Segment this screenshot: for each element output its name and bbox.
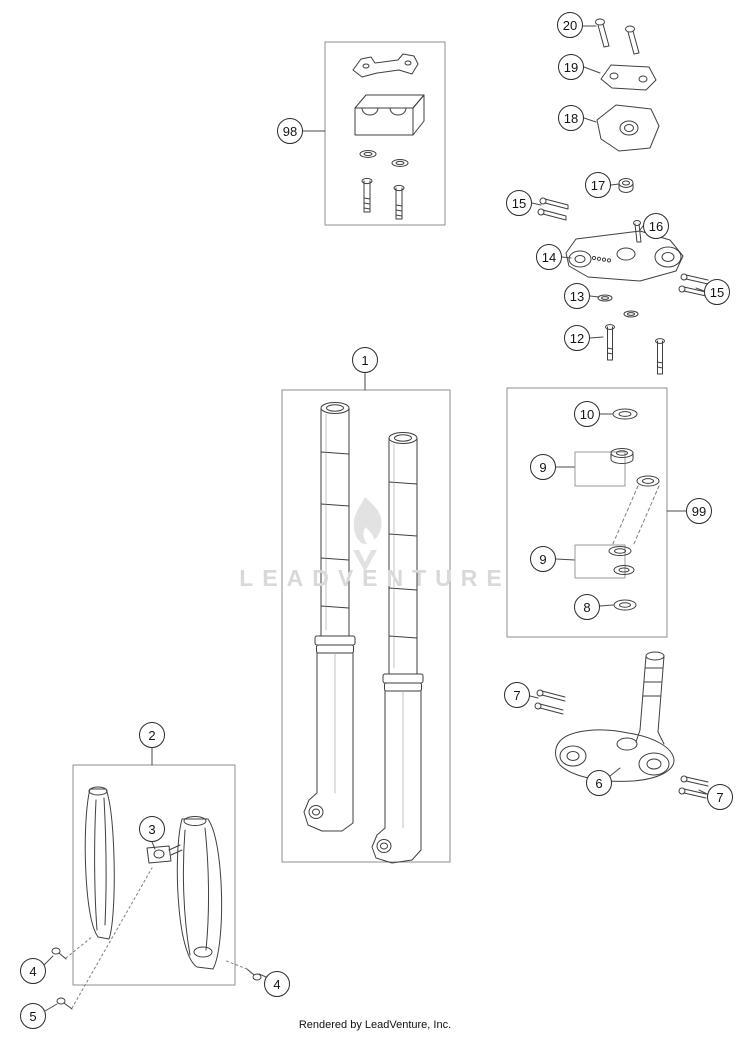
steering-stem-bearings-drawing (574, 408, 660, 611)
fork-legs-drawing (303, 402, 424, 864)
callout-5[interactable]: 5 (20, 1003, 46, 1029)
callout-14[interactable]: 14 (536, 244, 562, 270)
callout-98[interactable]: 98 (277, 118, 303, 144)
callout-4-left[interactable]: 4 (20, 958, 46, 984)
watermark-text: LEADVENTURE (239, 565, 511, 591)
callout-99[interactable]: 99 (686, 498, 712, 524)
callout-20[interactable]: 20 (557, 12, 583, 38)
callout-10[interactable]: 10 (574, 401, 600, 427)
callout-8[interactable]: 8 (574, 594, 600, 620)
callout-2[interactable]: 2 (139, 722, 165, 748)
bottom-triple-clamp-drawing (534, 651, 709, 799)
fork-protector-drawing (51, 786, 262, 1010)
callout-7-lower[interactable]: 7 (707, 784, 733, 810)
callout-3[interactable]: 3 (139, 816, 165, 842)
callout-17[interactable]: 17 (585, 172, 611, 198)
callout-12[interactable]: 12 (564, 325, 590, 351)
callout-4-right[interactable]: 4 (264, 971, 290, 997)
handlebar-clamp-parts-drawing (595, 18, 660, 193)
callout-leader-lines (43, 25, 708, 1012)
callout-9-top[interactable]: 9 (530, 454, 556, 480)
watermark-logo (353, 497, 382, 572)
top-triple-clamp-drawing (537, 197, 709, 375)
callout-7-upper[interactable]: 7 (504, 682, 530, 708)
callout-9-bottom[interactable]: 9 (530, 546, 556, 572)
group-frames (72, 41, 668, 986)
callout-19[interactable]: 19 (558, 54, 584, 80)
callout-15-left[interactable]: 15 (506, 190, 532, 216)
callout-1[interactable]: 1 (352, 347, 378, 373)
callout-15-right[interactable]: 15 (704, 279, 730, 305)
handlebar-support-drawing (352, 53, 425, 220)
footer-credit: Rendered by LeadVenture, Inc. (298, 1019, 452, 1031)
callout-13[interactable]: 13 (564, 283, 590, 309)
callout-16[interactable]: 16 (643, 213, 669, 239)
callout-6[interactable]: 6 (586, 770, 612, 796)
callout-18[interactable]: 18 (558, 105, 584, 131)
